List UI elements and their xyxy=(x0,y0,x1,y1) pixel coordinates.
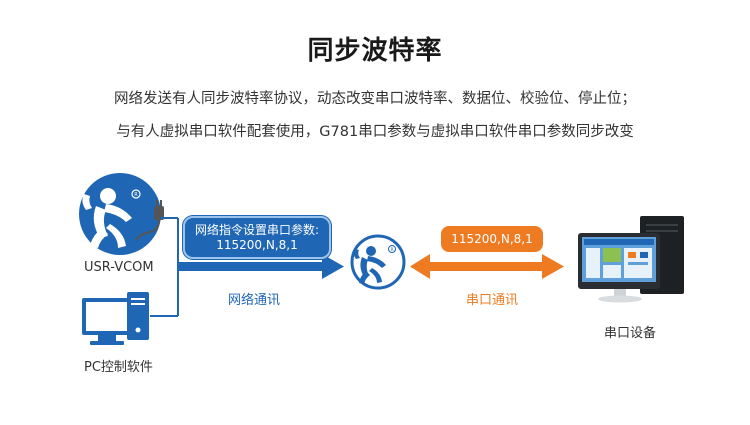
page-title: 同步波特率 xyxy=(307,36,443,66)
network-badge-line-2: 115200,N,8,1 xyxy=(216,238,298,252)
svg-text:R: R xyxy=(134,192,138,198)
usr-vcom-logo-icon: R xyxy=(79,173,161,255)
connector-plug-icon xyxy=(135,200,164,241)
network-badge-line-1: 网络指令设置串口参数: xyxy=(194,223,320,237)
pc-software-label: PC控制软件 xyxy=(84,360,153,375)
serial-double-arrow xyxy=(410,254,564,279)
description-line-1: 网络发送有人同步波特率协议，动态改变串口波特率、数据位、校验位、停止位； xyxy=(114,91,636,107)
pc-computer-icon xyxy=(82,292,149,345)
network-link-label: 网络通讯 xyxy=(228,293,281,308)
description-line-2: 与有人虚拟串口软件配套使用，G781串口参数与虚拟串口软件串口参数同步改变 xyxy=(116,124,634,140)
serial-device-label: 串口设备 xyxy=(604,326,657,341)
desktop-computer-icon xyxy=(578,216,684,303)
network-command-badge: 网络指令设置串口参数: 115200,N,8,1 xyxy=(183,216,331,259)
serial-params-badge: 115200,N,8,1 xyxy=(441,226,543,252)
svg-text:R: R xyxy=(391,247,394,253)
g781-device-logo-icon: R xyxy=(350,234,406,290)
usr-vcom-label: USR-VCOM xyxy=(84,260,154,275)
serial-link-label: 串口通讯 xyxy=(466,293,519,308)
network-arrow xyxy=(178,254,344,279)
